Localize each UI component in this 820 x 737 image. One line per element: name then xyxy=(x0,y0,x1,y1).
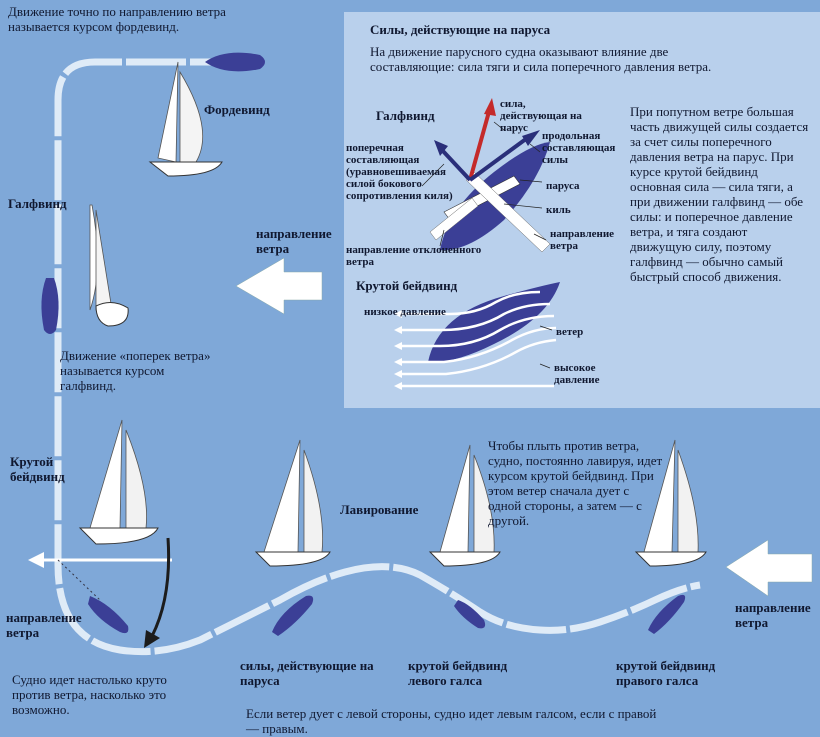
caption-tacking: Чтобы плыть против ветра, судно, постоян… xyxy=(488,438,663,528)
caption-close-haul: Судно идет настолько круто против ветра,… xyxy=(12,672,167,717)
panel-deflected-wind-bar xyxy=(429,197,479,241)
panel-longitudinal-label: продольная составляющая силы xyxy=(542,130,616,166)
caption-bottom: Если ветер дует с левой стороны, судно и… xyxy=(246,706,657,736)
panel-title: Силы, действующие на паруса xyxy=(370,22,551,37)
boat-hull-bottom-3 xyxy=(454,600,486,629)
panel-close-label: Крутой бейдвинд xyxy=(356,278,458,293)
wind-arrow-top xyxy=(235,257,323,315)
sailboat-halfwind xyxy=(89,204,129,327)
course-path xyxy=(54,58,701,656)
forces-panel: Силы, действующие на паруса На движение … xyxy=(344,12,820,408)
sailboat-tack-2 xyxy=(428,444,501,567)
caption-halfwind: Движение «поперек ветра» называется курс… xyxy=(60,348,211,393)
panel-halfwind-label: Галфвинд xyxy=(376,108,435,123)
panel-force-arrow-left xyxy=(434,140,472,182)
panel-high-pressure-label: высокое давление xyxy=(554,362,600,386)
panel-keel-label: киль xyxy=(546,204,571,216)
curved-arrow-black xyxy=(144,537,171,648)
panel-wind-dir-label: направление ветра xyxy=(550,228,615,252)
label-wind-direction-left: направление ветра xyxy=(6,610,82,640)
panel-force-arrow-red xyxy=(468,98,496,181)
label-forces-bottom: силы, действующие на паруса xyxy=(240,658,374,688)
panel-deflected-wind-label: направление отклоненного ветра xyxy=(346,244,482,268)
label-close-haul: Крутой бейдвинд xyxy=(10,454,65,484)
label-port-tack: крутой бейдвинд левого галса xyxy=(408,658,508,688)
boat-hull-bottom-2 xyxy=(272,595,314,636)
sailboat-fordewind xyxy=(148,61,223,177)
panel-hull-close xyxy=(428,282,560,363)
forces-panel-graphics xyxy=(394,98,560,390)
panel-leader-lines-2 xyxy=(539,325,553,369)
boat-hull-bottom-4 xyxy=(648,594,686,634)
label-halfwind: Галфвинд xyxy=(8,196,67,211)
panel-airflow xyxy=(400,290,557,388)
label-starboard-tack: крутой бейдвинд правого галса xyxy=(616,658,716,688)
wind-line-left xyxy=(28,552,172,568)
panel-low-pressure-label: низкое давление xyxy=(364,306,446,318)
boat-hull-bottom-1 xyxy=(88,596,129,634)
label-fordewind: Фордевинд xyxy=(204,102,270,117)
sailboat-close-haul xyxy=(78,419,159,545)
sailboat-tack-1 xyxy=(254,439,331,567)
label-wind-direction-right: направление ветра xyxy=(735,600,811,630)
panel-force-label: сила, действующая на парус xyxy=(500,98,582,134)
label-tacking: Лавирование xyxy=(340,502,419,517)
panel-transverse-label: поперечная составляющая (уравновешиваема… xyxy=(346,142,453,202)
panel-side-text: При попутном ветре большая часть движуще… xyxy=(630,104,809,284)
sailboat-tack-3 xyxy=(634,439,707,567)
caption-fordewind: Движение точно по направлению ветра назы… xyxy=(8,4,226,34)
panel-leader-lines xyxy=(421,121,547,247)
panel-sail-label: паруса xyxy=(546,180,580,192)
boat-hull-top xyxy=(205,52,265,72)
panel-force-arrow-right xyxy=(468,130,540,182)
panel-wind-label: ветер xyxy=(556,326,584,338)
panel-airflow-heads xyxy=(394,310,402,390)
wind-arrow-right xyxy=(725,539,813,597)
boat-hull-halfwind xyxy=(41,278,59,334)
panel-intro: На движение парусного судна оказывают вл… xyxy=(370,44,712,74)
label-wind-direction-top: направление ветра xyxy=(256,226,332,256)
